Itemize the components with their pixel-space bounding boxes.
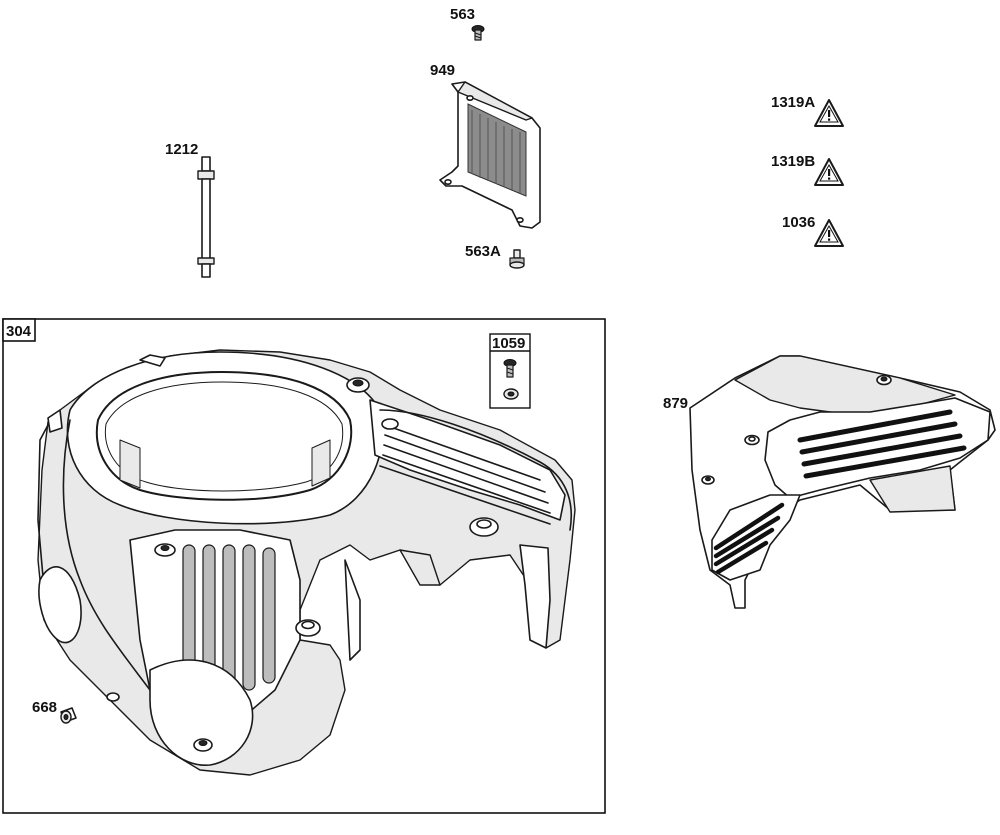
warning-triangle-icon: [814, 219, 844, 247]
part-563a-screw[interactable]: 563A: [465, 243, 525, 269]
part-563-screw[interactable]: 563: [450, 6, 485, 41]
group-304-box: 304: [2, 318, 606, 814]
callout-668: 668: [32, 699, 57, 716]
part-1212-stud[interactable]: 1212: [165, 141, 215, 278]
part-1319a-label[interactable]: 1319A: [771, 94, 844, 127]
callout-1319a: 1319A: [771, 94, 815, 111]
part-304-blower-housing[interactable]: [37, 349, 576, 776]
callout-1319b: 1319B: [771, 153, 815, 170]
part-879-cover[interactable]: 879: [663, 355, 996, 609]
callout-1212: 1212: [165, 141, 198, 158]
callout-879: 879: [663, 395, 688, 412]
part-949-screen[interactable]: 949: [430, 62, 541, 229]
part-1319b-label[interactable]: 1319B: [771, 153, 844, 186]
part-1059-screw[interactable]: 1059: [489, 333, 531, 409]
callout-1059: 1059: [492, 335, 525, 352]
callout-563: 563: [450, 6, 475, 23]
warning-triangle-icon: [814, 158, 844, 186]
part-1036-label[interactable]: 1036: [782, 214, 844, 247]
callout-304: 304: [6, 323, 32, 340]
callout-949: 949: [430, 62, 455, 79]
part-668-spacer[interactable]: 668: [32, 699, 77, 724]
warning-triangle-icon: [814, 99, 844, 127]
callout-563a: 563A: [465, 243, 501, 260]
callout-1036: 1036: [782, 214, 815, 231]
